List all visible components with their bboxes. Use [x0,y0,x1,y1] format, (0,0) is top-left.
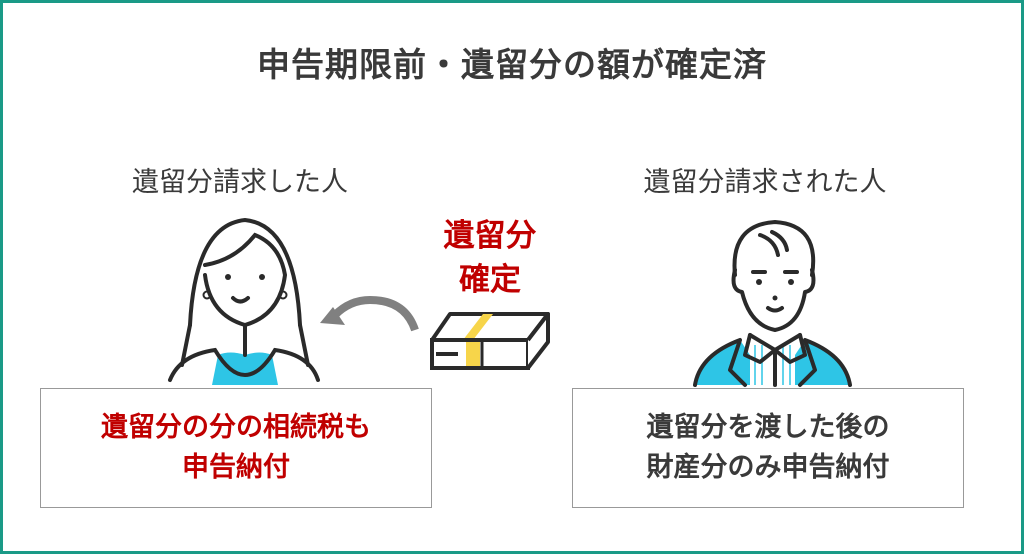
left-result-box: 遺留分の分の相続税も 申告納付 [40,388,432,508]
center-line-2: 確定 [459,262,521,298]
man-icon [693,220,852,387]
right-result-box: 遺留分を渡した後の 財産分のみ申告納付 [572,388,964,508]
woman-icon [168,217,320,385]
left-person-label: 遺留分請求した人 [132,167,348,198]
left-box-line-2: 申告納付 [182,452,290,483]
left-box-line-1: 遺留分の分の相続税も [101,412,371,443]
right-person-label: 遺留分請求された人 [643,167,887,198]
right-box-line-2: 財産分のみ申告納付 [646,452,890,483]
center-label: 遺留分 確定 [425,214,555,302]
page-title: 申告期限前・遺留分の額が確定済 [257,45,767,84]
center-line-1: 遺留分 [443,218,537,254]
right-box-line-1: 遺留分を渡した後の [646,412,890,443]
money-bundle-icon [430,312,550,370]
curved-arrow-icon [320,295,419,332]
